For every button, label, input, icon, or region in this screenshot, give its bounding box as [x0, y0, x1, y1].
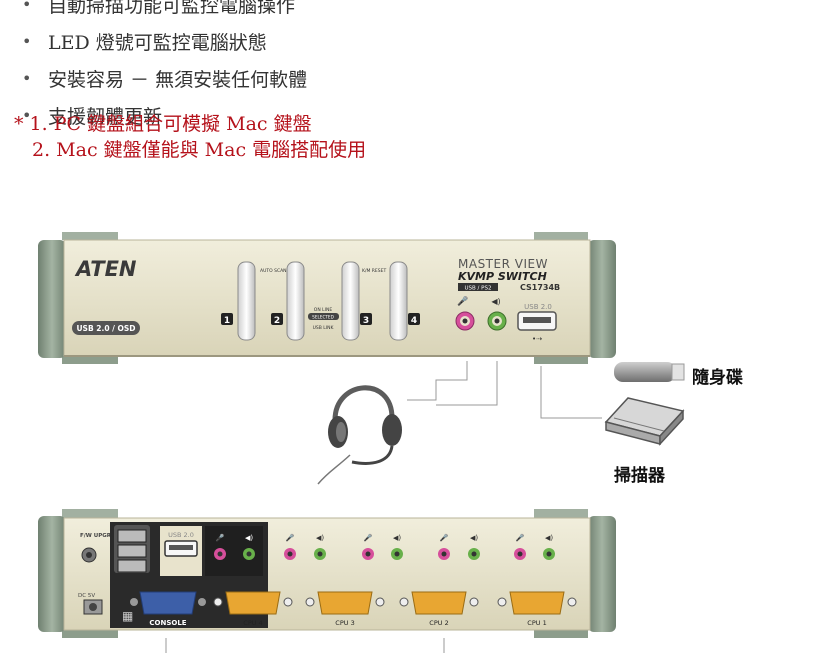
port-button-number: 3 [363, 316, 369, 326]
list-item: • 自動掃描功能可監控電腦操作 [22, 0, 582, 23]
online-label: ON LINE [314, 307, 333, 313]
cpu1-label: CPU 1 [527, 619, 546, 627]
console-speaker-jack[interactable] [243, 548, 255, 560]
model-number-text: CS1734B [520, 283, 560, 292]
list-item: • LED 燈號可監控電腦狀態 [22, 23, 582, 60]
front-usb-port[interactable] [517, 311, 557, 331]
mic-icon: 🎤 [440, 533, 449, 542]
auto-scan-label: AUTO SCAN [260, 268, 287, 274]
usb-flash-drive-icon [614, 362, 685, 382]
mic-icon: 🎤 [516, 533, 525, 542]
cpu3-label: CPU 3 [335, 619, 354, 627]
mic-icon: 🎤 [286, 533, 295, 542]
front-mic-jack[interactable] [455, 311, 475, 331]
bullet-dot-icon: • [22, 0, 32, 14]
power-label: DC 5V [78, 593, 95, 599]
feature-text: 支援韌體更新 [48, 106, 163, 128]
fw-upgrade-port[interactable] [81, 547, 97, 563]
bullet-dot-icon: • [22, 106, 32, 125]
list-item: • 支援韌體更新 [22, 97, 582, 134]
scanner-icon [604, 397, 685, 446]
front-endcap-left [38, 240, 66, 358]
front-panel: ATEN USB 2.0 / OSD 1 2 3 4 AUTO SCAN K/M… [38, 232, 616, 364]
headset-icon [317, 385, 402, 485]
usb-trident-icon: •⇢ [532, 335, 542, 343]
feature-text: LED 燈號可監控電腦狀態 [48, 32, 267, 54]
usb-link-label: USB LINK [313, 325, 335, 331]
speaker-icon: ◀) [393, 534, 401, 542]
mic-icon: 🎤 [457, 295, 468, 307]
product-name-text: KVMP SWITCH [458, 270, 547, 283]
cpu4-vga-port[interactable] [213, 591, 293, 615]
cpu3-vga-port[interactable] [305, 591, 385, 615]
footnote-mac-keyboard: 2. Mac 鍵盤僅能與 Mac 電腦搭配使用 [32, 139, 367, 161]
front-cap-bottom-left [62, 354, 118, 364]
selected-label: SELECTED [312, 315, 334, 320]
front-usb-label: USB 2.0 [524, 303, 552, 311]
rear-usb-hub-ports[interactable] [117, 529, 147, 573]
front-face [63, 239, 591, 357]
console-vga-port[interactable] [130, 591, 206, 615]
bullet-dot-icon: • [22, 32, 32, 51]
mic-icon: 🎤 [364, 533, 373, 542]
port-button-number: 4 [411, 316, 417, 326]
console-mic-jack[interactable] [214, 548, 226, 560]
feature-text: 自動掃描功能可監控電腦操作 [48, 0, 296, 17]
speaker-icon: ◀) [316, 534, 324, 542]
footnote-pc-keyboard: * 1. PC 鍵盤組合可模擬 Mac 鍵盤 [14, 113, 312, 135]
cpu4-label: CPU 4 [243, 619, 262, 627]
mic-icon: 🎤 [216, 533, 225, 542]
list-item: • 安裝容易 － 無須安裝任何軟體 [22, 60, 582, 97]
port-button-1[interactable]: 1 [221, 261, 256, 341]
front-cap-bottom-right [534, 354, 588, 364]
speaker-icon: ◀) [245, 534, 253, 542]
fw-upgrade-label: F/W UPGRADE [80, 533, 124, 539]
cpu3-audio-jacks[interactable] [284, 548, 326, 560]
usb-drive-label: 隨身碟 [692, 368, 743, 388]
front-cap-top-left [62, 232, 118, 240]
connection-lines [407, 361, 602, 419]
speaker-icon: ◀) [491, 297, 500, 306]
front-speaker-jack[interactable] [487, 311, 507, 331]
bullet-dot-icon: • [22, 69, 32, 88]
speaker-icon: ◀) [470, 534, 478, 542]
port-button-number: 2 [274, 316, 280, 326]
cpu2-audio-jacks[interactable] [362, 548, 403, 560]
port-button-number: 1 [224, 316, 230, 326]
rear-panel: F/W UPGRADE DC 5V USB 2.0 🎤 [38, 509, 616, 638]
rear-usb-label: USB 2.0 [168, 531, 194, 539]
usb-osd-label: USB 2.0 / OSD [76, 324, 135, 333]
port-button-4[interactable]: 4 [389, 261, 420, 341]
km-reset-label: K/M RESET [362, 268, 386, 274]
usb-osd-badge [72, 321, 140, 335]
front-cap-top-right [534, 232, 588, 240]
feature-text: 安裝容易 － 無須安裝任何軟體 [48, 69, 308, 91]
cpu2-label: CPU 2 [429, 619, 448, 627]
power-jack[interactable] [83, 599, 103, 615]
brand-logo: ATEN [74, 257, 137, 281]
speaker-icon: ◀) [545, 534, 553, 542]
port-button-2[interactable]: 2 [271, 261, 305, 341]
cpu2-vga-port[interactable] [399, 591, 479, 615]
rear-usb-port[interactable] [164, 540, 198, 557]
product-line-text: MASTER VIEW [458, 257, 548, 271]
port-button-3[interactable]: 3 [341, 261, 372, 341]
keyboard-icon: ▦ [122, 609, 133, 623]
front-endcap-right [588, 240, 616, 358]
console-label: CONSOLE [149, 619, 186, 627]
product-subtype-text: USB / PS2 [465, 286, 492, 292]
cpu1-audio-jacks[interactable] [438, 548, 555, 560]
cpu1-vga-port[interactable] [497, 591, 577, 615]
scanner-label: 掃描器 [614, 466, 665, 486]
feature-list: • 自動掃描功能可監控電腦操作 • LED 燈號可監控電腦狀態 • 安裝容易 － 無須… [22, 0, 582, 134]
